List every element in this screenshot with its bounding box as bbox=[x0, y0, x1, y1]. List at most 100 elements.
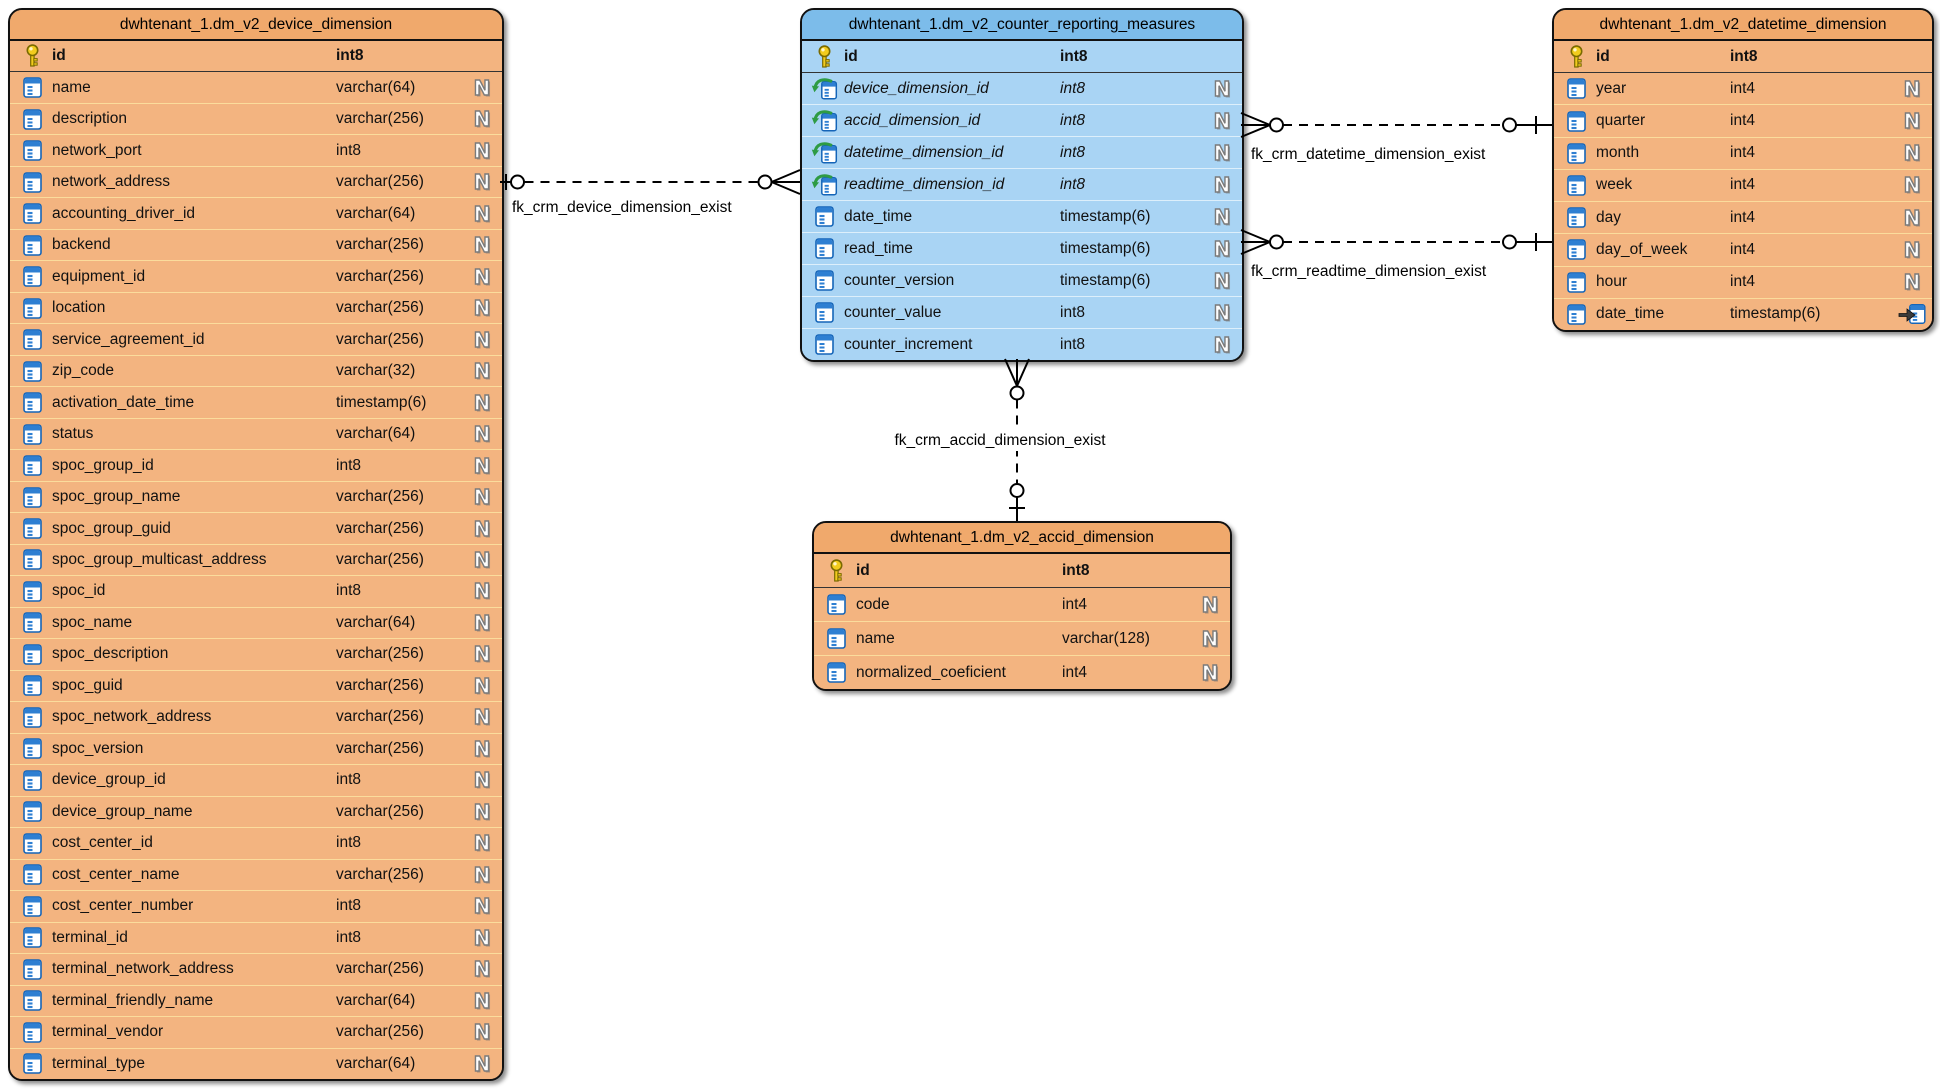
column-row-spoc_version[interactable]: spoc_versionvarchar(256)N bbox=[10, 733, 502, 764]
column-row-day[interactable]: dayint4N bbox=[1554, 201, 1932, 233]
column-row-id[interactable]: idint8 bbox=[10, 41, 502, 71]
relation-datetime-dimension-line[interactable] bbox=[1240, 103, 1552, 147]
column-type: int8 bbox=[1060, 112, 1085, 130]
relation-readtime-dimension-line[interactable] bbox=[1240, 220, 1552, 264]
column-name: id bbox=[856, 562, 870, 580]
key-icon bbox=[1560, 45, 1592, 69]
column-icon bbox=[16, 329, 48, 350]
column-row-name[interactable]: namevarchar(128)N bbox=[814, 621, 1230, 655]
column-icon bbox=[1560, 143, 1592, 164]
column-row-network_address[interactable]: network_addressvarchar(256)N bbox=[10, 166, 502, 197]
column-row-id[interactable]: id int8 bbox=[814, 554, 1230, 587]
column-row-read_time[interactable]: read_timetimestamp(6)N bbox=[802, 232, 1242, 264]
table-title-datetime-dimension[interactable]: dwhtenant_1.dm_v2_datetime_dimension bbox=[1554, 10, 1932, 41]
column-row-terminal_vendor[interactable]: terminal_vendorvarchar(256)N bbox=[10, 1016, 502, 1047]
column-row-year[interactable]: yearint4N bbox=[1554, 72, 1932, 104]
table-title-counter-reporting-measures[interactable]: dwhtenant_1.dm_v2_counter_reporting_meas… bbox=[802, 10, 1242, 41]
column-name: accid_dimension_id bbox=[844, 112, 980, 130]
column-row-spoc_group_id[interactable]: spoc_group_idint8N bbox=[10, 449, 502, 480]
nullable-badge: N bbox=[468, 1054, 496, 1074]
column-row-equipment_id[interactable]: equipment_idvarchar(256)N bbox=[10, 260, 502, 291]
column-row-week[interactable]: weekint4N bbox=[1554, 169, 1932, 201]
column-row-code[interactable]: codeint4N bbox=[814, 587, 1230, 621]
column-type: timestamp(6) bbox=[336, 394, 426, 412]
column-icon bbox=[16, 77, 48, 98]
column-row-terminal_friendly_name[interactable]: terminal_friendly_namevarchar(64)N bbox=[10, 985, 502, 1016]
column-icon bbox=[1560, 175, 1592, 196]
column-row-day_of_week[interactable]: day_of_weekint4N bbox=[1554, 233, 1932, 265]
table-title-device-dimension[interactable]: dwhtenant_1.dm_v2_device_dimension bbox=[10, 10, 502, 41]
column-icon bbox=[16, 770, 48, 791]
column-row-month[interactable]: monthint4N bbox=[1554, 137, 1932, 169]
column-row-counter_value[interactable]: counter_valueint8N bbox=[802, 296, 1242, 328]
column-row-zip_code[interactable]: zip_codevarchar(32)N bbox=[10, 355, 502, 386]
column-name: normalized_coeficient bbox=[856, 664, 1006, 682]
column-row-location[interactable]: locationvarchar(256)N bbox=[10, 292, 502, 323]
column-row-status[interactable]: statusvarchar(64)N bbox=[10, 418, 502, 449]
column-row-counter_version[interactable]: counter_versiontimestamp(6)N bbox=[802, 264, 1242, 296]
column-row-backend[interactable]: backendvarchar(256)N bbox=[10, 229, 502, 260]
column-row-counter_increment[interactable]: counter_incrementint8N bbox=[802, 328, 1242, 360]
column-type: int8 bbox=[336, 457, 361, 475]
column-type: int8 bbox=[1062, 562, 1090, 580]
column-name: id bbox=[1596, 48, 1610, 66]
column-row-cost_center_name[interactable]: cost_center_namevarchar(256)N bbox=[10, 859, 502, 890]
nullable-badge: N bbox=[1898, 111, 1926, 131]
column-row-accounting_driver_id[interactable]: accounting_driver_idvarchar(64)N bbox=[10, 197, 502, 228]
column-row-activation_date_time[interactable]: activation_date_timetimestamp(6)N bbox=[10, 386, 502, 417]
column-icon bbox=[16, 1022, 48, 1043]
column-row-cost_center_number[interactable]: cost_center_numberint8N bbox=[10, 890, 502, 921]
column-icon bbox=[808, 334, 840, 355]
column-icon bbox=[16, 203, 48, 224]
relation-label-datetime-dimension: fk_crm_datetime_dimension_exist bbox=[1251, 146, 1485, 164]
column-type: varchar(256) bbox=[336, 960, 424, 978]
column-row-readtime_dimension_id[interactable]: readtime_dimension_idint8N bbox=[802, 168, 1242, 200]
column-row-spoc_group_name[interactable]: spoc_group_namevarchar(256)N bbox=[10, 481, 502, 512]
column-row-device_group_name[interactable]: device_group_namevarchar(256)N bbox=[10, 796, 502, 827]
column-row-quarter[interactable]: quarterint4N bbox=[1554, 104, 1932, 136]
column-icon bbox=[16, 266, 48, 287]
column-row-terminal_type[interactable]: terminal_typevarchar(64)N bbox=[10, 1048, 502, 1079]
table-title-accid-dimension[interactable]: dwhtenant_1.dm_v2_accid_dimension bbox=[814, 523, 1230, 554]
column-name: spoc_group_id bbox=[52, 457, 154, 475]
column-row-name[interactable]: namevarchar(64)N bbox=[10, 71, 502, 102]
column-icon bbox=[16, 581, 48, 602]
column-row-device_group_id[interactable]: device_group_idint8N bbox=[10, 764, 502, 795]
column-row-device_dimension_id[interactable]: device_dimension_idint8N bbox=[802, 72, 1242, 104]
column-row-spoc_network_address[interactable]: spoc_network_addressvarchar(256)N bbox=[10, 701, 502, 732]
table-counter-reporting-measures[interactable]: dwhtenant_1.dm_v2_counter_reporting_meas… bbox=[800, 8, 1244, 362]
column-row-spoc_id[interactable]: spoc_idint8N bbox=[10, 575, 502, 606]
column-row-cost_center_id[interactable]: cost_center_idint8N bbox=[10, 827, 502, 858]
column-row-date_time[interactable]: date_timetimestamp(6)N bbox=[802, 200, 1242, 232]
column-row-id[interactable]: idint8 bbox=[1554, 41, 1932, 72]
nullable-badge: N bbox=[468, 267, 496, 287]
column-row-spoc_group_guid[interactable]: spoc_group_guidvarchar(256)N bbox=[10, 512, 502, 543]
column-name: spoc_version bbox=[52, 740, 143, 758]
column-row-datetime_dimension_id[interactable]: datetime_dimension_idint8N bbox=[802, 136, 1242, 168]
column-row-hour[interactable]: hourint4N bbox=[1554, 266, 1932, 298]
column-icon bbox=[16, 927, 48, 948]
column-row-normalized_coeficient[interactable]: normalized_coeficientint4N bbox=[814, 655, 1230, 689]
column-row-spoc_description[interactable]: spoc_descriptionvarchar(256)N bbox=[10, 638, 502, 669]
column-type: timestamp(6) bbox=[1730, 305, 1820, 323]
column-name: datetime_dimension_id bbox=[844, 144, 1003, 162]
column-row-accid_dimension_id[interactable]: accid_dimension_idint8N bbox=[802, 104, 1242, 136]
column-type: varchar(64) bbox=[336, 1055, 415, 1073]
column-row-network_port[interactable]: network_portint8N bbox=[10, 134, 502, 165]
column-row-description[interactable]: descriptionvarchar(256)N bbox=[10, 103, 502, 134]
column-row-terminal_id[interactable]: terminal_idint8N bbox=[10, 922, 502, 953]
column-row-terminal_network_address[interactable]: terminal_network_addressvarchar(256)N bbox=[10, 953, 502, 984]
relation-device-dimension-line[interactable] bbox=[500, 160, 800, 204]
column-row-spoc_name[interactable]: spoc_namevarchar(64)N bbox=[10, 607, 502, 638]
column-row-spoc_guid[interactable]: spoc_guidvarchar(256)N bbox=[10, 670, 502, 701]
table-device-dimension[interactable]: dwhtenant_1.dm_v2_device_dimension idint… bbox=[8, 8, 504, 1081]
column-name: spoc_name bbox=[52, 614, 132, 632]
column-row-service_agreement_id[interactable]: service_agreement_idvarchar(256)N bbox=[10, 323, 502, 354]
nullable-badge: N bbox=[1898, 240, 1926, 260]
column-row-date_time[interactable]: date_timetimestamp(6) bbox=[1554, 298, 1932, 330]
table-datetime-dimension[interactable]: dwhtenant_1.dm_v2_datetime_dimension idi… bbox=[1552, 8, 1934, 332]
table-accid-dimension[interactable]: dwhtenant_1.dm_v2_accid_dimension id int8… bbox=[812, 521, 1232, 691]
column-row-id[interactable]: idint8 bbox=[802, 41, 1242, 72]
column-icon bbox=[16, 990, 48, 1011]
column-row-spoc_group_multicast_address[interactable]: spoc_group_multicast_addressvarchar(256)… bbox=[10, 544, 502, 575]
